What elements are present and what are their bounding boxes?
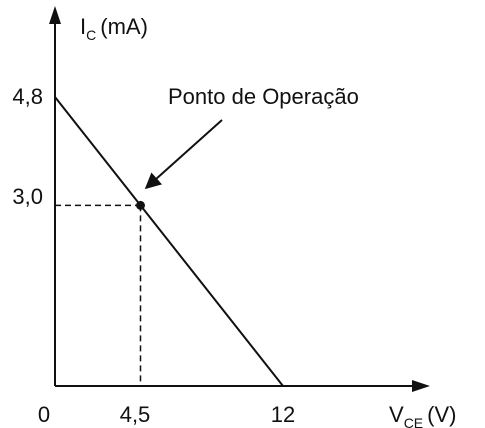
x-tick-label-4-5: 4,5 [120,402,151,427]
y-tick-label-3-0: 3,0 [12,184,43,209]
x-tick-label-0: 0 [38,402,50,427]
operating-point-arrow [144,119,223,190]
y-axis-arrow [49,6,61,24]
operating-point-label: Ponto de Operação [168,84,359,109]
x-tick-label-12: 12 [271,402,295,427]
operating-point-marker [136,200,145,210]
x-axis-title: VCE(V) [389,402,456,428]
x-axis-arrow [412,380,430,392]
load-line [54,96,284,387]
y-tick-label-4-8: 4,8 [12,84,43,109]
y-axis-title: IC(mA) [80,14,148,43]
